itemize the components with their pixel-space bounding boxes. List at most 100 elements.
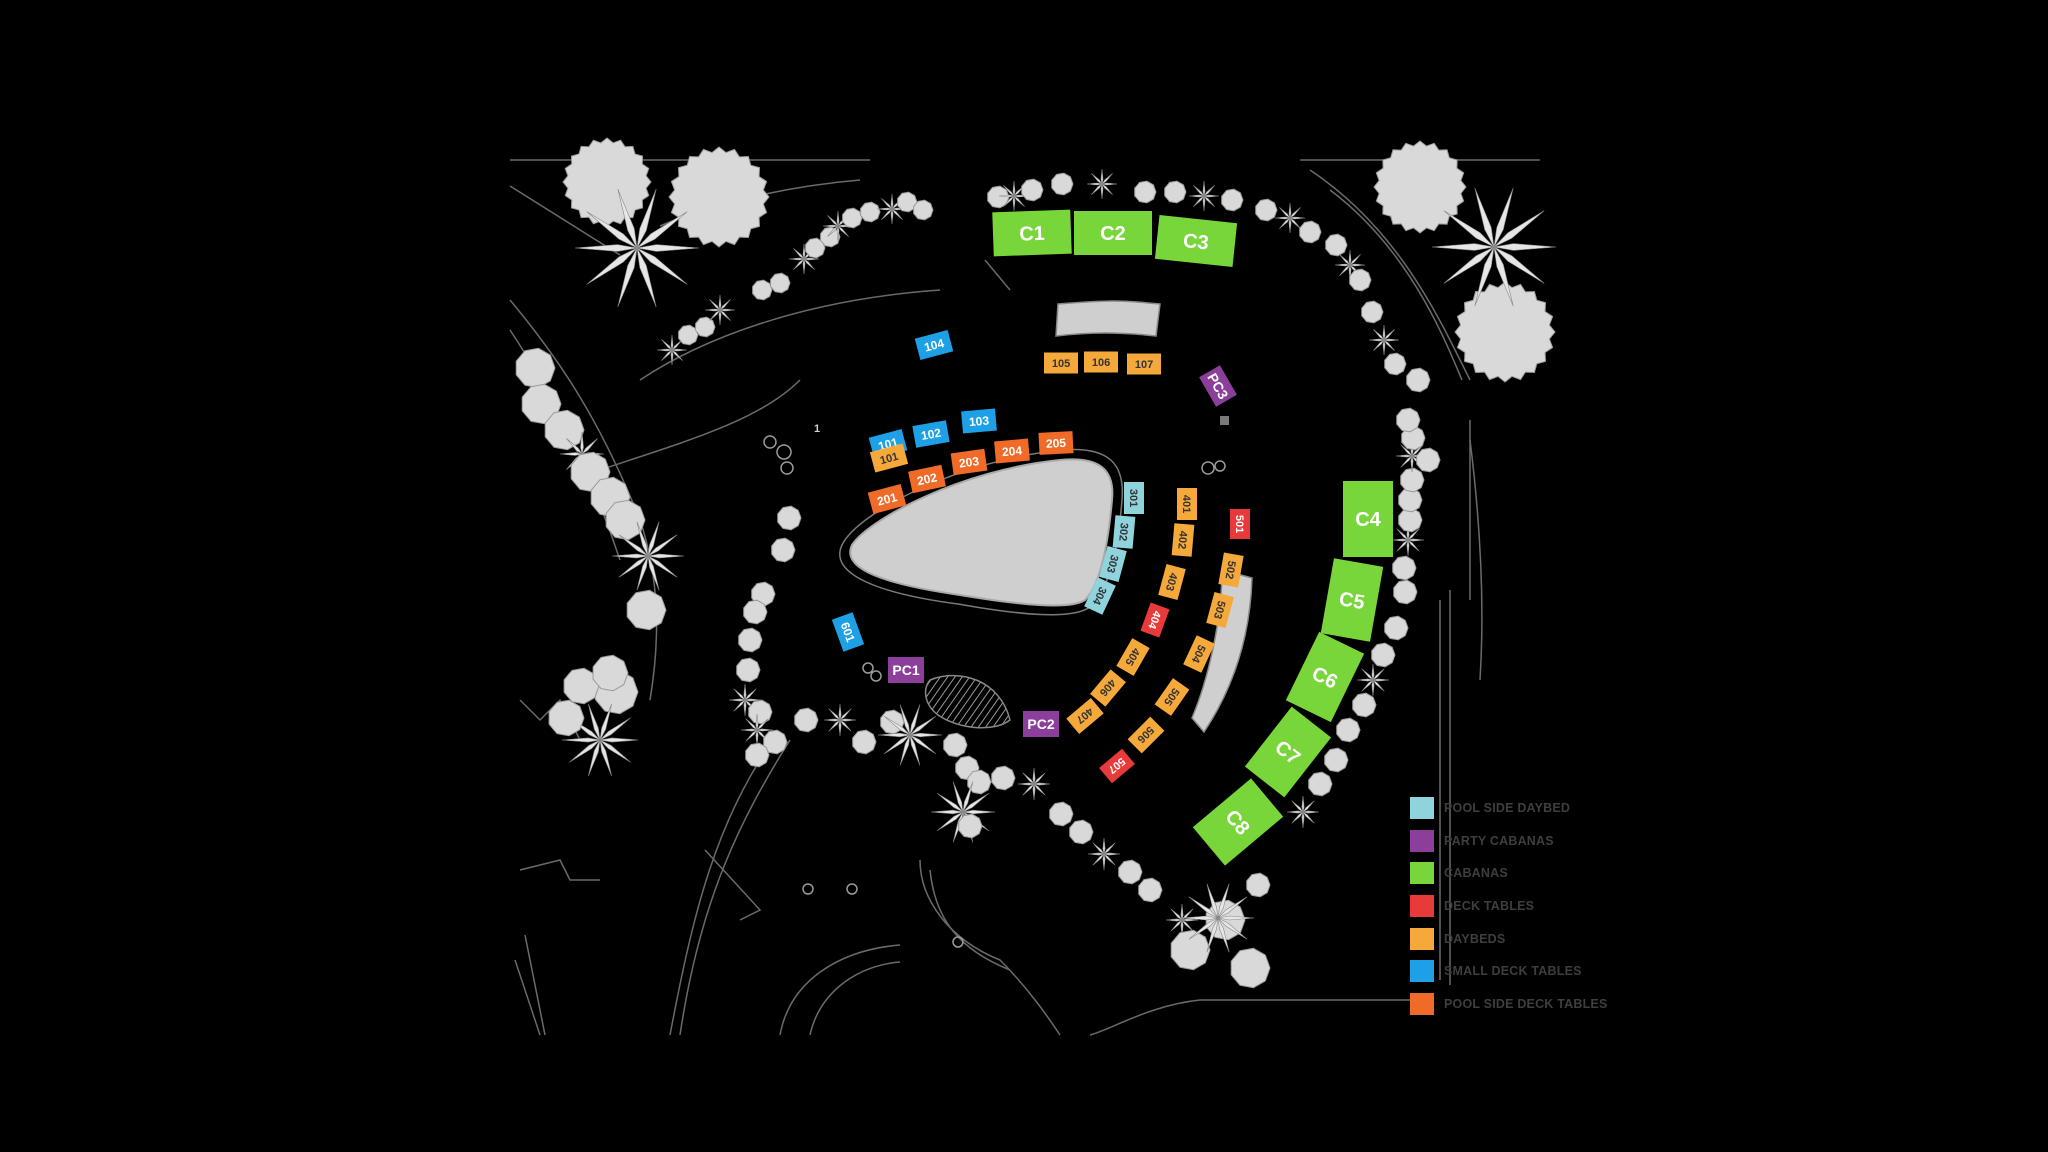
pool-side-deck-table-202[interactable]: 202	[908, 464, 946, 494]
party-cabana-pc3-shape	[1199, 365, 1237, 407]
legend-swatch	[1410, 797, 1434, 820]
palm-tree-icon	[823, 703, 857, 737]
daybed-403-shape	[1158, 563, 1186, 601]
daybed-401[interactable]: 401	[1177, 488, 1197, 520]
daybed-407-shape	[1066, 698, 1104, 734]
marker-label: 1	[814, 423, 820, 435]
tree-icon	[668, 146, 770, 248]
palm-tree-icon	[1086, 168, 1118, 200]
daybed-402[interactable]: 402	[1171, 523, 1195, 557]
shrub-icon	[544, 409, 585, 451]
party-cabana-pc1[interactable]: PC1	[888, 657, 924, 683]
shrub-icon	[1069, 819, 1094, 845]
daybed-107-shape	[1127, 353, 1161, 375]
shrub-icon	[743, 599, 768, 625]
cabana-c8-shape	[1192, 778, 1284, 866]
cabana-c3[interactable]: C3	[1154, 215, 1238, 267]
deck-table-507[interactable]: 507	[1099, 748, 1135, 784]
shrub-icon	[1324, 747, 1349, 773]
daybed-405[interactable]: 405	[1116, 638, 1150, 676]
pool-side-daybed-301[interactable]: 301	[1124, 482, 1144, 514]
legend-label: CABANAS	[1444, 866, 1508, 881]
deck-table-404-shape	[1140, 602, 1170, 638]
shrub-icon	[1416, 447, 1441, 473]
palm-tree-icon	[1286, 795, 1320, 829]
small-deck-table-103[interactable]: 103	[961, 408, 997, 434]
daybed-505[interactable]: 505	[1154, 678, 1190, 716]
pool-side-deck-table-205[interactable]: 205	[1038, 431, 1074, 455]
pool-side-deck-table-203[interactable]: 203	[950, 448, 988, 476]
daybed-101-shape	[869, 443, 909, 473]
shrub-icon	[770, 272, 791, 294]
pool-side-deck-table-203-shape	[950, 448, 988, 476]
cabana-c2[interactable]: C2	[1074, 211, 1152, 255]
small-deck-table-601[interactable]: 601	[831, 612, 865, 652]
deck-table-404[interactable]: 404	[1140, 602, 1170, 638]
shrub-icon	[1134, 180, 1157, 204]
party-cabana-pc2[interactable]: PC2	[1023, 711, 1059, 737]
legend-item: PARTY CABANAS	[1410, 825, 1670, 858]
shrub-icon	[1221, 188, 1244, 212]
shrub-icon	[967, 769, 992, 795]
legend-label: PARTY CABANAS	[1444, 833, 1554, 848]
cabana-c4-shape	[1343, 481, 1393, 557]
shrub-icon	[1051, 172, 1074, 196]
pool-side-daybed-302[interactable]: 302	[1112, 515, 1136, 549]
shrub-icon	[771, 537, 796, 563]
daybed-506[interactable]: 506	[1127, 716, 1165, 754]
shrub-icon	[1308, 771, 1333, 797]
daybed-106[interactable]: 106	[1084, 351, 1118, 373]
daybed-406[interactable]: 406	[1090, 669, 1126, 707]
fixtures	[763, 416, 1229, 948]
shrub-icon	[626, 589, 667, 631]
daybed-503-shape	[1206, 591, 1234, 629]
pool-side-deck-table-202-shape	[908, 464, 946, 494]
legend-item: POOL SIDE DECK TABLES	[1410, 988, 1670, 1021]
shrub-icon	[736, 657, 761, 683]
small-deck-table-102-shape	[912, 420, 950, 448]
pool-side-deck-table-204[interactable]: 204	[994, 438, 1030, 464]
daybed-506-shape	[1127, 716, 1165, 754]
small-deck-table-102[interactable]: 102	[912, 420, 950, 448]
cabana-c5[interactable]: C5	[1320, 558, 1384, 642]
daybed-105[interactable]: 105	[1044, 352, 1078, 374]
shrub-icon	[515, 347, 556, 389]
palm-tree-icon	[1017, 767, 1051, 801]
palm-tree-icon	[1431, 187, 1557, 307]
shrub-icon	[1021, 178, 1044, 202]
palm-tree-icon	[611, 521, 685, 591]
pool	[839, 448, 1124, 616]
daybed-407[interactable]: 407	[1066, 698, 1104, 734]
legend-swatch	[1410, 862, 1434, 885]
tree-icon	[562, 137, 652, 227]
legend-item: POOL SIDE DAYBED	[1410, 792, 1670, 825]
cabana-c6-shape	[1285, 631, 1365, 723]
daybed-403[interactable]: 403	[1158, 563, 1186, 601]
pool-side-daybed-304-shape	[1084, 577, 1116, 615]
legend-item: CABANAS	[1410, 857, 1670, 890]
legend-swatch	[1410, 895, 1434, 918]
palm-tree-icon	[656, 334, 688, 366]
shrub-icon	[1396, 407, 1421, 433]
cabana-c2-shape	[1074, 211, 1152, 255]
daybed-502-shape	[1218, 552, 1244, 588]
cabana-c8[interactable]: C8	[1192, 778, 1284, 866]
cabana-c4[interactable]: C4	[1343, 481, 1393, 557]
party-cabana-pc3[interactable]: PC3	[1199, 365, 1237, 407]
deck-table-501[interactable]: 501	[1230, 509, 1250, 539]
daybed-107[interactable]: 107	[1127, 353, 1161, 375]
shrub-icon	[752, 279, 773, 301]
cabana-c1[interactable]: C1	[992, 209, 1072, 257]
shrub-icon	[897, 191, 918, 213]
shrub-icon	[1406, 367, 1431, 393]
daybed-505-shape	[1154, 678, 1190, 716]
shrub-icon	[1393, 579, 1418, 605]
palm-tree-icon	[574, 188, 700, 308]
shrub-icon	[738, 627, 763, 653]
small-deck-table-104[interactable]: 104	[914, 329, 954, 361]
shrub-icon	[1361, 300, 1384, 324]
legend-swatch	[1410, 927, 1434, 950]
cabana-c1-shape	[992, 209, 1072, 257]
shrub-icon	[1349, 268, 1372, 292]
